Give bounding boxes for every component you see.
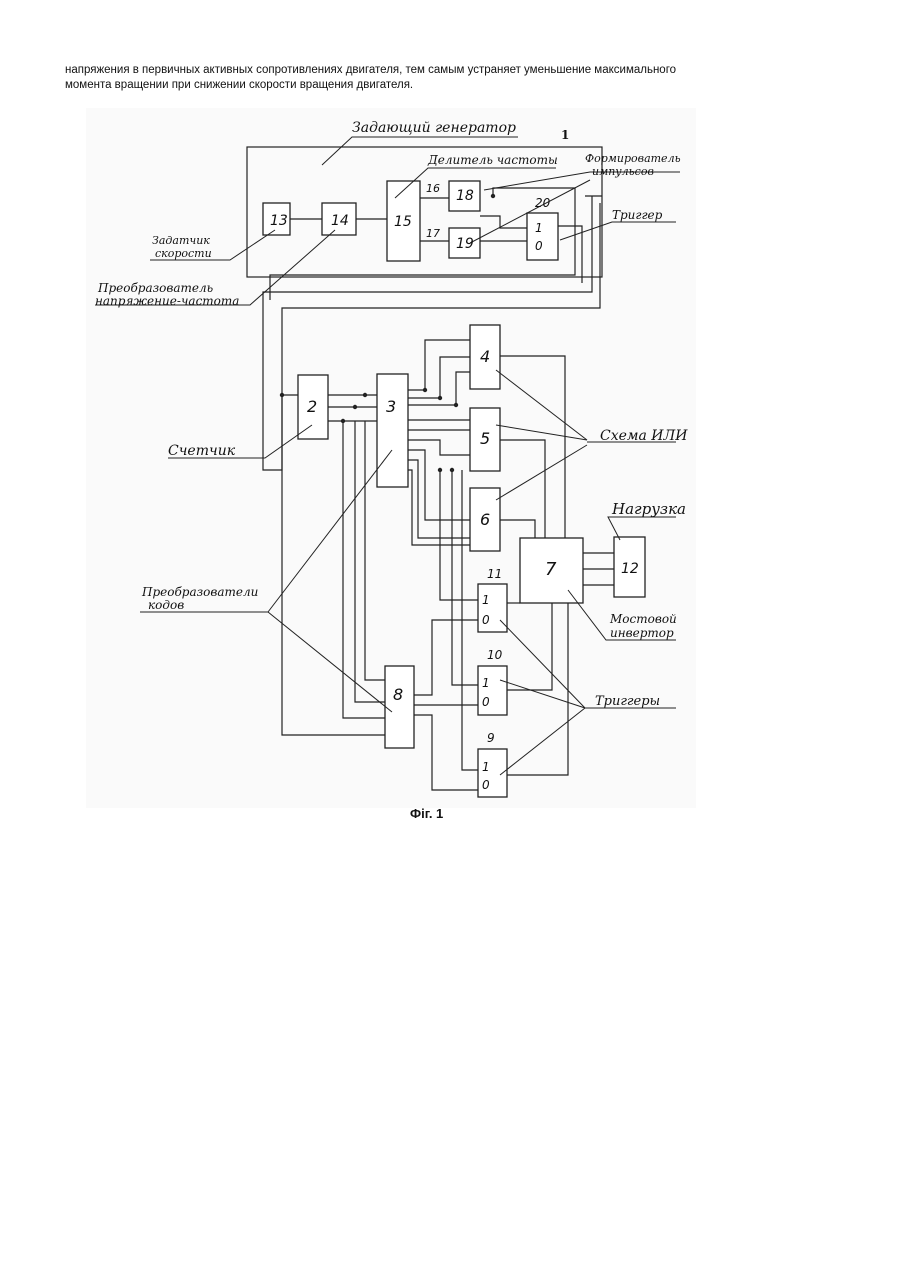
block-3-label: 3 (386, 397, 396, 416)
label-speed-setter-2: скорости (155, 247, 212, 260)
block-9-label: 9 (487, 731, 495, 745)
label-triggers: Триггеры (595, 694, 660, 709)
block-13-label: 13 (270, 213, 288, 229)
label-or-circuit: Схема ИЛИ (600, 428, 688, 444)
label-freq-divider: Делитель частоты (427, 153, 558, 167)
label-code-converters-2: кодов (148, 598, 184, 612)
label-bridge-inverter-2: инвертор (610, 626, 674, 640)
block-8 (385, 666, 414, 748)
figure-caption: Фіг. 1 (410, 806, 443, 821)
trigger-20-zero: 0 (535, 239, 543, 253)
label-vf-converter-2: напряжение-частота (95, 294, 239, 308)
label-trigger: Триггер (612, 208, 663, 222)
trigger-9-zero: 0 (482, 778, 490, 792)
label-code-converters-1: Преобразователи (141, 585, 258, 599)
trigger-10-zero: 0 (482, 695, 490, 709)
block-5-label: 5 (480, 429, 490, 448)
block-6-label: 6 (480, 510, 490, 529)
label-master-generator-num: 1 (561, 128, 569, 142)
block-3 (377, 374, 408, 487)
trigger-20-one: 1 (535, 221, 543, 235)
label-pulse-former-1: Формирователь (585, 152, 681, 165)
label-speed-setter-1: Задатчик (152, 234, 210, 247)
trigger-11-zero: 0 (482, 613, 490, 627)
block-8-label: 8 (393, 685, 403, 704)
block-2-label: 2 (307, 397, 317, 416)
block-20-label: 20 (535, 196, 551, 210)
block-4-label: 4 (480, 347, 490, 366)
label-master-generator: Задающий генератор (352, 120, 516, 136)
block-19-label: 19 (456, 236, 474, 252)
block-15-label: 15 (394, 214, 412, 230)
trigger-9-one: 1 (482, 760, 490, 774)
block-12-label: 12 (621, 561, 639, 577)
block-14-label: 14 (331, 213, 349, 229)
trigger-11-one: 1 (482, 593, 490, 607)
block-10-label: 10 (487, 648, 503, 662)
label-vf-converter-1: Преобразователь (97, 281, 213, 295)
label-load: Нагрузка (611, 500, 686, 518)
label-pulse-former-2: импульсов (592, 165, 654, 178)
label-counter: Счетчик (168, 443, 236, 459)
trigger-10-one: 1 (482, 676, 490, 690)
label-bridge-inverter-1: Мостовой (609, 612, 677, 626)
block-7-label: 7 (545, 559, 557, 580)
block-11-label: 11 (487, 567, 502, 581)
wire-17-label: 17 (426, 227, 440, 240)
wire-16-label: 16 (426, 182, 440, 195)
block-18-label: 18 (456, 188, 474, 204)
